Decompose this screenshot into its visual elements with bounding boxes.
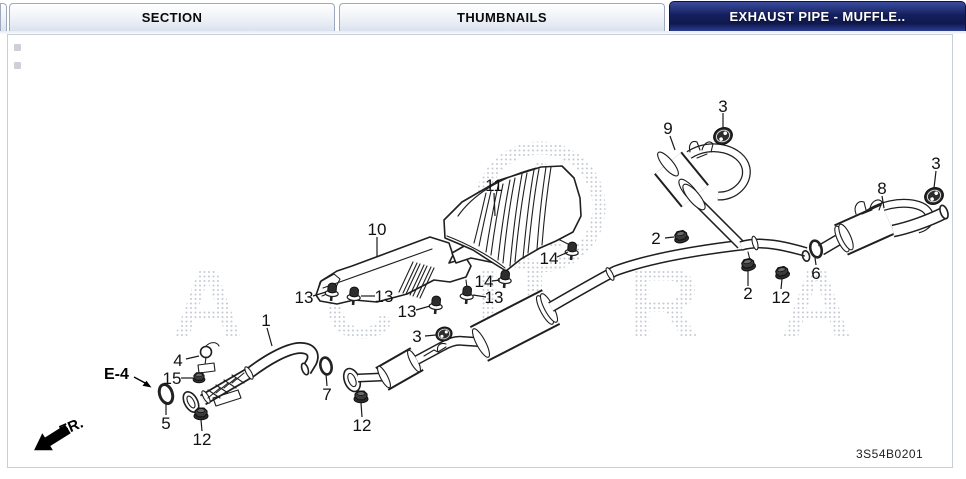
tab-thumbnails-label: THUMBNAILS [457,10,547,25]
tab-exhaust-pipe-muffler-label: EXHAUST PIPE - MUFFLE.. [729,9,906,24]
tabbar-divider [0,31,966,34]
diagram-canvas [7,34,953,468]
tab-stub[interactable] [0,3,7,31]
tab-thumbnails[interactable]: THUMBNAILS [339,3,665,31]
diagram-code: 3S54B0201 [856,447,924,461]
tab-section-label: SECTION [141,10,203,25]
tab-bar: SECTION THUMBNAILS EXHAUST PIPE - MUFFLE… [0,0,966,34]
tab-section[interactable]: SECTION [9,3,335,31]
tab-exhaust-pipe-muffler[interactable]: EXHAUST PIPE - MUFFLE.. [669,1,966,32]
faint-dot-icon [14,62,21,69]
faint-dot-icon [14,44,21,51]
